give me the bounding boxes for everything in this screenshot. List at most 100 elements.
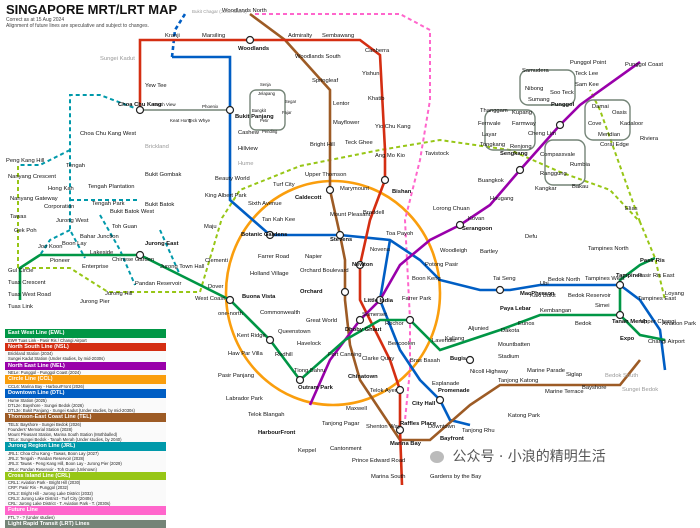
station-label[interactable]: Commonwealth bbox=[260, 310, 300, 316]
station-label[interactable]: Kangkar bbox=[535, 186, 557, 192]
station-label[interactable]: Orchard bbox=[300, 289, 323, 295]
station-label[interactable]: Marina South bbox=[371, 474, 405, 480]
station-label[interactable]: Lentor bbox=[333, 101, 350, 107]
station-label[interactable]: Soo Teck bbox=[550, 90, 574, 96]
station-label[interactable]: Elias bbox=[625, 206, 638, 212]
station-label[interactable]: Rochor bbox=[385, 321, 404, 327]
station-label[interactable]: Cove bbox=[588, 121, 602, 127]
station-label[interactable]: Nanyang Gateway bbox=[10, 196, 58, 202]
station-label[interactable]: Farrer Road bbox=[258, 254, 289, 260]
station-label[interactable]: Farmway bbox=[512, 121, 536, 127]
station-label[interactable]: Siglap bbox=[566, 372, 582, 378]
station-label[interactable]: Pandan Reservoir bbox=[135, 281, 181, 287]
station-label[interactable]: City Hall bbox=[412, 401, 436, 407]
station-label[interactable]: King Albert Park bbox=[205, 193, 247, 199]
station-label[interactable]: Punggol Point bbox=[570, 60, 606, 66]
station-label[interactable]: Ang Mo Kio bbox=[375, 153, 405, 159]
station-label[interactable]: Sam Kee bbox=[575, 82, 599, 88]
station-label[interactable]: Marine Parade bbox=[527, 368, 565, 374]
station-label[interactable]: Farrer Park bbox=[402, 296, 431, 302]
station-label[interactable]: Rumbia bbox=[570, 162, 591, 168]
station-label[interactable]: Pioneer bbox=[50, 258, 70, 264]
station-label[interactable]: Marina Bay bbox=[390, 441, 422, 447]
station-label[interactable]: Aviation Park bbox=[662, 321, 696, 327]
station-label[interactable]: Choa Chu Kang West bbox=[80, 131, 136, 137]
station-label[interactable]: Esplanade bbox=[432, 381, 459, 387]
station-label[interactable]: Nanyang Crescent bbox=[8, 174, 56, 180]
station-label[interactable]: Aljunied bbox=[468, 326, 489, 332]
station-label[interactable]: Boon Keng bbox=[412, 276, 441, 282]
station-label[interactable]: Maxwell bbox=[346, 406, 367, 412]
station-label[interactable]: Bukit Batok bbox=[145, 202, 174, 208]
station-label[interactable]: Kaki Bukit bbox=[530, 293, 556, 299]
station-label[interactable]: South View bbox=[153, 102, 176, 107]
station-label[interactable]: Bedok Reservoir bbox=[568, 293, 611, 299]
station-label[interactable]: Jurong East bbox=[145, 241, 179, 247]
station-label[interactable]: Serangoon bbox=[462, 226, 493, 232]
station-label[interactable]: Mayflower bbox=[333, 120, 359, 126]
station-label[interactable]: Potong Pasir bbox=[425, 262, 458, 268]
station-label[interactable]: Tawas bbox=[10, 214, 27, 220]
station-label[interactable]: Kranji bbox=[165, 33, 180, 39]
station-label[interactable]: Bedok bbox=[575, 321, 592, 327]
station-label[interactable]: Chinese Garden bbox=[112, 257, 154, 263]
station-label[interactable]: Gardens by the Bay bbox=[430, 474, 481, 480]
station-label[interactable]: Chinatown bbox=[348, 374, 378, 380]
station-label[interactable]: Canberra bbox=[365, 48, 390, 54]
station-label[interactable]: Gek Poh bbox=[14, 228, 37, 234]
station-label[interactable]: Jurong Pier bbox=[80, 299, 110, 305]
station-label[interactable]: Sungei Kadut bbox=[100, 56, 135, 62]
station-label[interactable]: Upper Thomson bbox=[305, 172, 346, 178]
station-label[interactable]: Gul Circle bbox=[8, 268, 33, 274]
station-label[interactable]: Kupang bbox=[512, 110, 532, 116]
station-label[interactable]: Stadium bbox=[498, 354, 519, 360]
station-label[interactable]: Kovan bbox=[468, 216, 484, 222]
station-label[interactable]: Bartley bbox=[480, 249, 498, 255]
station-label[interactable]: Springleaf bbox=[312, 78, 338, 84]
station-label[interactable]: Prince Edward Road bbox=[352, 458, 405, 464]
station-label[interactable]: Punggol Coast bbox=[625, 62, 663, 68]
station-label[interactable]: Hong Kah bbox=[48, 186, 74, 192]
station-label[interactable]: Woodlands North bbox=[222, 8, 267, 14]
station-label[interactable]: Oasis bbox=[612, 110, 627, 116]
station-label[interactable]: Maju bbox=[204, 224, 217, 230]
station-label[interactable]: Telok Blangah bbox=[248, 412, 284, 418]
station-label[interactable]: Tampines West bbox=[585, 276, 625, 282]
station-label[interactable]: Corporation bbox=[44, 204, 74, 210]
station-label[interactable]: Bugis bbox=[450, 356, 466, 362]
station-label[interactable]: Jurong Town Hall bbox=[160, 264, 204, 270]
station-label[interactable]: Coral Edge bbox=[600, 142, 629, 148]
station-label[interactable]: Lavender bbox=[432, 338, 456, 344]
station-label[interactable]: Layar bbox=[482, 132, 497, 138]
station-label[interactable]: Enterprise bbox=[82, 264, 108, 270]
station-label[interactable]: Tampines North bbox=[588, 246, 629, 252]
station-label[interactable]: Tanjong Pagar bbox=[322, 421, 359, 427]
mrt-map[interactable]: Woodlands North Bukit Chagar (Johor Bahr… bbox=[0, 0, 700, 485]
station-label[interactable]: Outram Park bbox=[298, 385, 334, 391]
station-label[interactable]: Fajar bbox=[282, 110, 292, 115]
station-label[interactable]: Punggol bbox=[551, 102, 575, 108]
station-label[interactable]: Mountbatten bbox=[498, 342, 530, 348]
station-label[interactable]: Tan Kah Kee bbox=[262, 217, 295, 223]
station-label[interactable]: West Coast bbox=[195, 296, 225, 302]
station-label[interactable]: Samudera bbox=[522, 68, 550, 74]
station-label[interactable]: Somerset bbox=[362, 312, 387, 318]
station-label[interactable]: Lakeside bbox=[90, 250, 113, 256]
station-label[interactable]: Phoenix bbox=[202, 104, 219, 109]
station-label[interactable]: Haw Par Villa bbox=[228, 351, 263, 357]
station-label[interactable]: Bukit Batok West bbox=[110, 209, 154, 215]
station-label[interactable]: Bedok South bbox=[605, 373, 638, 379]
station-label[interactable]: Bukit Chagar (Johor Bahru) bbox=[192, 9, 247, 14]
station-label[interactable]: Mount Pleasant bbox=[330, 212, 371, 218]
station-label[interactable]: Renjong bbox=[510, 144, 532, 150]
station-label[interactable]: Buona Vista bbox=[242, 294, 276, 300]
station-label[interactable]: Thanggam bbox=[480, 108, 508, 114]
station-label[interactable]: Sungei Bedok bbox=[622, 387, 658, 393]
station-label[interactable]: Eunos bbox=[518, 321, 535, 327]
station-label[interactable]: Bright Hill bbox=[310, 142, 335, 148]
station-label[interactable]: Joo Koon bbox=[38, 244, 63, 250]
station-label[interactable]: Hillview bbox=[238, 146, 258, 152]
station-label[interactable]: Toh Guan bbox=[112, 224, 137, 230]
station-label[interactable]: Telok Ayer bbox=[370, 388, 397, 394]
station-label[interactable]: Defu bbox=[525, 234, 537, 240]
